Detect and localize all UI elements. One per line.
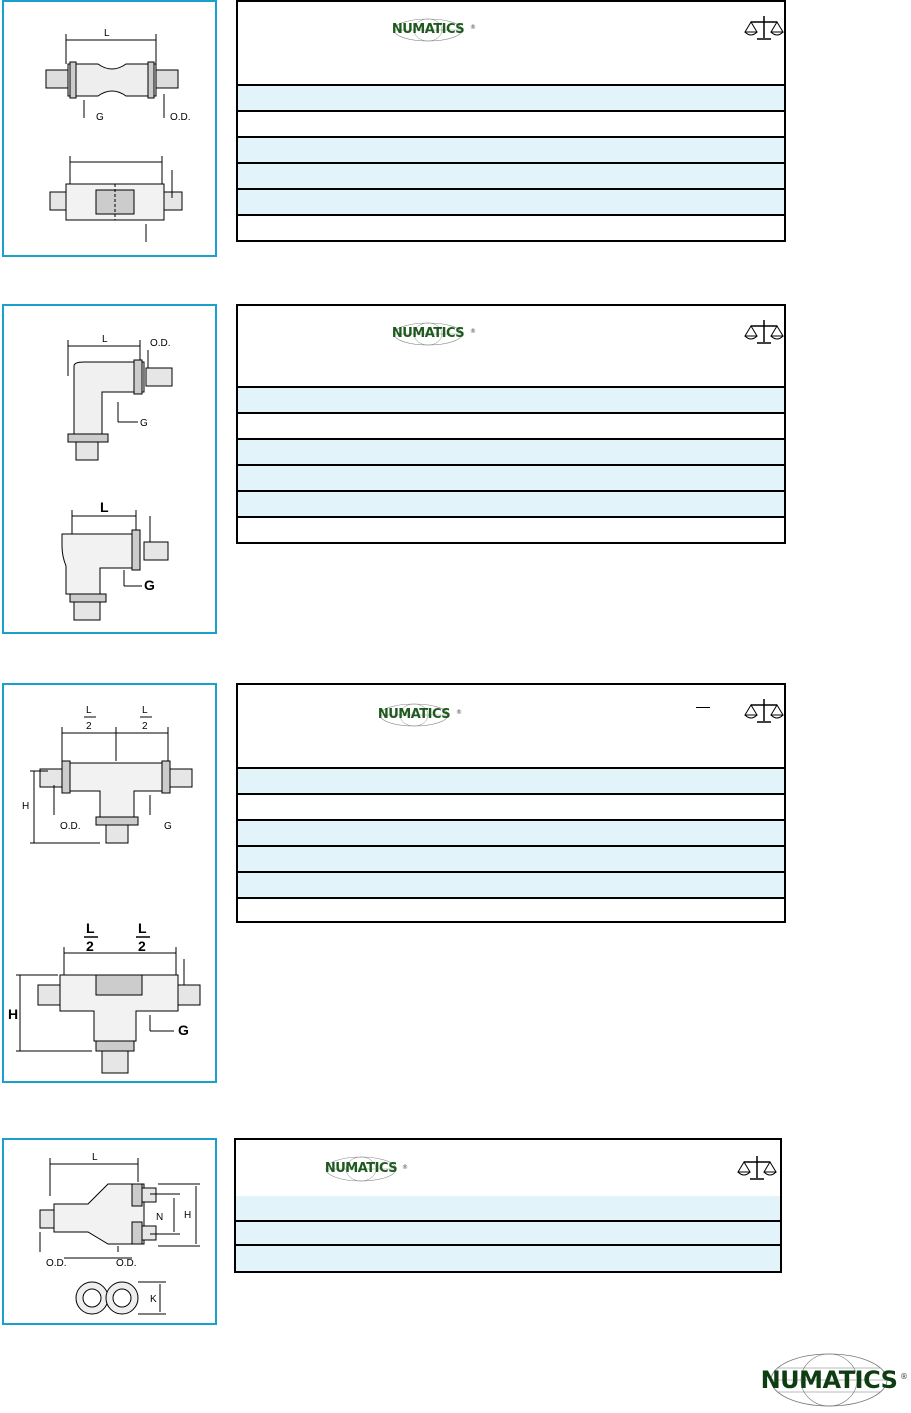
- dim-l-label: L: [102, 334, 108, 345]
- g-label: G: [140, 418, 148, 429]
- scale-icon: [744, 699, 784, 723]
- table-row: [238, 518, 784, 542]
- half-l-den-2: 2: [142, 721, 148, 732]
- table-header: NUMATICS ®: [238, 685, 784, 743]
- table-row: [238, 112, 784, 138]
- table-row: [238, 86, 784, 112]
- half-l-num-lower: L: [86, 920, 95, 936]
- table-header: NUMATICS ®: [238, 306, 784, 362]
- table-row: [238, 360, 784, 388]
- od-label-2: O.D.: [116, 1258, 137, 1269]
- logo-text: NUMATICS: [377, 707, 451, 722]
- dim-l-label-lower: L: [100, 499, 109, 515]
- h-label: H: [22, 801, 29, 812]
- h-label: H: [184, 1210, 191, 1221]
- union-y-table: NUMATICS ®: [234, 1138, 782, 1273]
- table-row: [238, 190, 784, 216]
- g-label: G: [164, 821, 172, 832]
- table-row: [238, 873, 784, 899]
- numatics-logo: NUMATICS: [374, 703, 454, 727]
- half-l-den-lower-2: 2: [138, 938, 146, 954]
- half-l-num-lower-2: L: [138, 920, 147, 936]
- dim-l-label: L: [104, 28, 110, 39]
- union-elbow-drawing: L O.D. G L G: [61, 334, 173, 621]
- g-label-lower: G: [144, 577, 155, 593]
- union-y-diagram-panel: L N H O.D. O.D. K: [2, 1138, 217, 1325]
- table-row: [238, 847, 784, 873]
- half-l-den-lower: 2: [86, 938, 94, 954]
- od-label: O.D.: [60, 821, 81, 832]
- footer-numatics-logo: NUMATICS: [758, 1352, 900, 1408]
- g-label-lower: G: [178, 1022, 189, 1038]
- table-row: [238, 388, 784, 414]
- registered-mark: ®: [456, 709, 462, 716]
- table-row: [238, 821, 784, 847]
- globe-icon: [770, 1353, 888, 1407]
- scale-icon: [744, 320, 784, 344]
- scale-icon: [737, 1156, 777, 1180]
- h-label-lower: H: [8, 1006, 18, 1022]
- registered-mark: ®: [470, 24, 476, 31]
- logo-text: NUMATICS: [391, 22, 465, 37]
- table-row: [236, 1196, 780, 1222]
- table-row: [238, 899, 784, 921]
- table-header: NUMATICS ®: [236, 1140, 780, 1198]
- half-l-num-2: L: [142, 705, 148, 716]
- union-connector-table: NUMATICS ®: [236, 0, 786, 242]
- union-tee-diagram-panel: L 2 L 2 H O.D. G L 2 L 2: [2, 683, 217, 1083]
- logo-text: NUMATICS: [391, 326, 465, 341]
- scale-icon: [744, 16, 784, 40]
- globe-icon: [379, 703, 449, 727]
- registered-mark: ®: [402, 1164, 408, 1171]
- g-label: G: [96, 112, 104, 123]
- globe-icon: [393, 18, 463, 42]
- k-label: K: [150, 1294, 157, 1305]
- table-row: [238, 138, 784, 164]
- numatics-logo: NUMATICS: [388, 322, 468, 346]
- globe-icon: [325, 1156, 397, 1182]
- n-label: N: [156, 1212, 163, 1223]
- logo-text: NUMATICS: [324, 1161, 398, 1176]
- table-row: [236, 1222, 780, 1246]
- table-header: NUMATICS ®: [238, 2, 784, 60]
- table-row: [238, 58, 784, 86]
- table-row: [238, 216, 784, 240]
- od-label-1: O.D.: [46, 1258, 67, 1269]
- union-tee-drawing: L 2 L 2 H O.D. G L 2 L 2: [8, 705, 201, 1074]
- od-label: O.D.: [150, 338, 171, 349]
- logo-text: NUMATICS: [760, 1366, 898, 1394]
- dim-l-label: L: [92, 1152, 98, 1163]
- registered-mark: ®: [470, 328, 476, 335]
- registered-mark: ®: [900, 1372, 908, 1381]
- globe-icon: [393, 322, 463, 346]
- union-connector-drawing: L G O.D.: [45, 28, 191, 242]
- table-row: [238, 769, 784, 795]
- table-row: [238, 466, 784, 492]
- numatics-logo: NUMATICS: [388, 18, 468, 42]
- union-elbow-table: NUMATICS ®: [236, 304, 786, 544]
- header-dash: [696, 707, 710, 708]
- od-label: O.D.: [170, 112, 191, 123]
- table-row: [236, 1246, 780, 1271]
- half-l-num: L: [86, 705, 92, 716]
- half-l-den: 2: [86, 721, 92, 732]
- numatics-logo: NUMATICS: [320, 1156, 402, 1182]
- table-row: [238, 795, 784, 821]
- table-row: [238, 440, 784, 466]
- union-tee-table: NUMATICS ®: [236, 683, 786, 923]
- table-row: [238, 164, 784, 190]
- table-row: [238, 492, 784, 518]
- table-row: [238, 414, 784, 440]
- table-row: [238, 741, 784, 769]
- union-y-drawing: L N H O.D. O.D. K: [39, 1152, 200, 1315]
- union-elbow-diagram-panel: L O.D. G L G: [2, 304, 217, 634]
- union-connector-diagram-panel: L G O.D.: [2, 0, 217, 257]
